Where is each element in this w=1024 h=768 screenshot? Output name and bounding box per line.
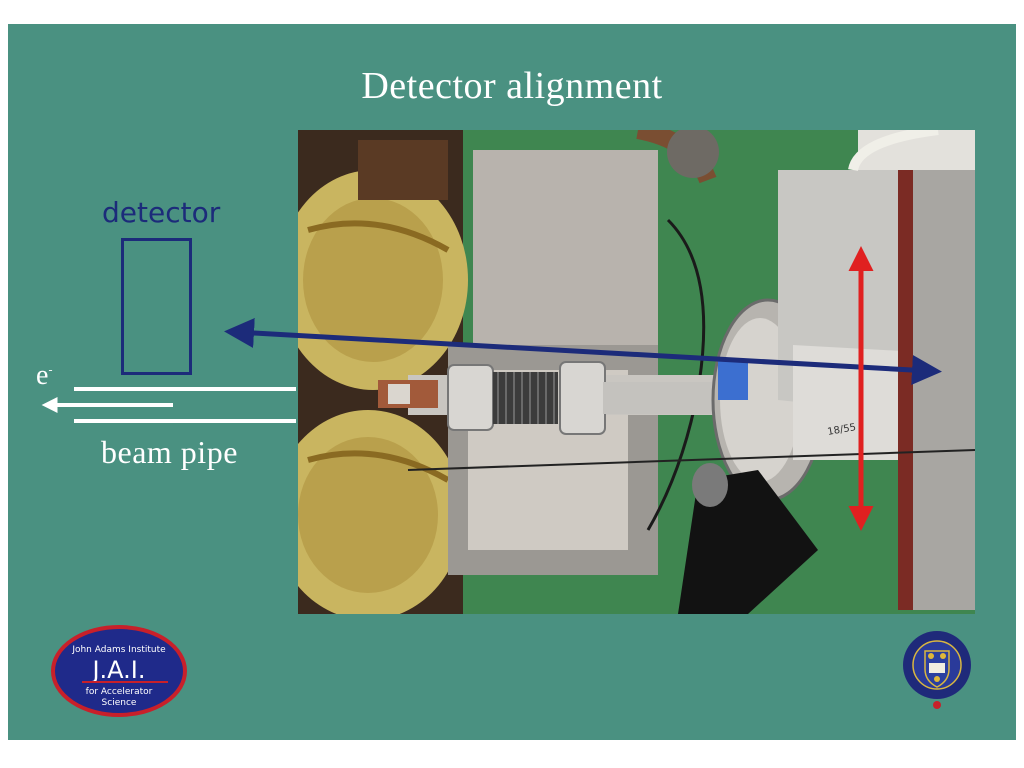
electron-symbol: e	[36, 360, 49, 391]
jai-logo-line3: Science	[102, 698, 137, 708]
jai-logo-line1: John Adams Institute	[71, 645, 166, 655]
beamline-photo-drawing: 18/55	[298, 130, 975, 614]
detector-label: detector	[102, 196, 221, 229]
jai-logo-line2: for Accelerator	[86, 687, 153, 697]
slide-title: Detector alignment	[361, 65, 663, 107]
jai-logo: John Adams Institute J.A.I. for Accelera…	[51, 625, 187, 717]
jai-logo-mark: J.A.I.	[90, 656, 145, 684]
detector-box	[121, 238, 192, 375]
slide: Detector alignment	[8, 24, 1016, 740]
beam-pipe-label: beam pipe	[101, 434, 238, 470]
electron-label: e-	[36, 360, 52, 392]
oxford-crest	[903, 631, 971, 709]
beamline-photo: 18/55	[298, 130, 975, 614]
electron-charge: -	[48, 362, 53, 377]
